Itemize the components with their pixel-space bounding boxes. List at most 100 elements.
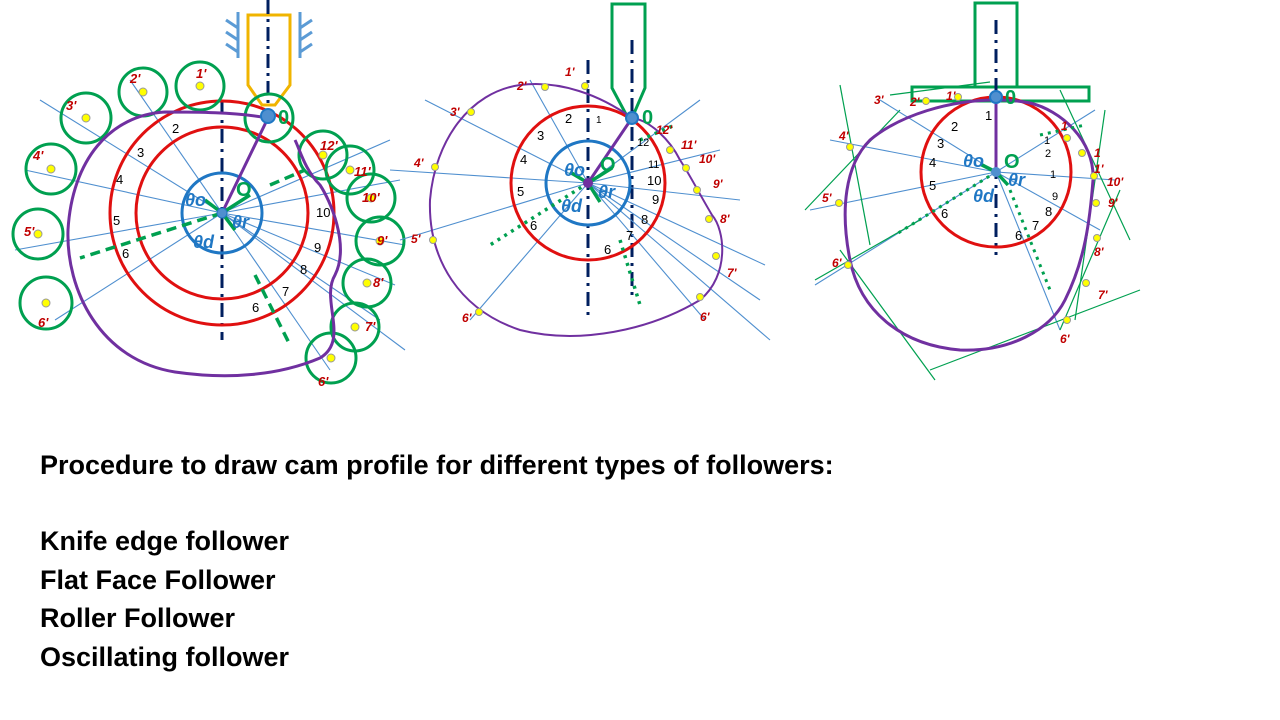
profile-point-label: 2' [516,79,528,93]
division-point-label: 5 [929,178,936,193]
profile-point-label: 3' [66,98,77,113]
division-point-label: 12 [637,137,649,149]
angle-label: θr [232,212,250,232]
division-point-label: 1 [1050,169,1056,181]
profile-point-label: 4' [838,129,850,143]
division-point-label: 7 [1032,218,1039,233]
division-point-label: 1 [1094,146,1101,160]
division-point-label: 2 [1045,148,1051,160]
follower-type-item: Flat Face Follower [40,564,276,595]
profile-point-label: 12' [656,123,673,137]
profile-point-label: 3' [450,105,461,119]
profile-point-label: 1' [946,89,957,103]
angle-label: O [236,179,252,201]
division-point-label: 4 [520,152,527,167]
angle-label: θd [193,232,215,252]
angle-label: θo [564,160,585,180]
profile-point-label: 9' [377,233,388,248]
follower-type-item: Knife edge follower [40,526,290,556]
cam-knife-edge-follower: 1' 2' 3' 4' 5' 6' 6' 7' 8' 9' 10' 11' 12… [389,2,771,341]
division-point-label: 9 [652,192,659,207]
division-point-label: 1 [1061,119,1068,133]
profile-point-label: 5' [24,224,35,239]
profile-point-label: 5' [822,191,833,205]
angle-label: O [600,154,616,176]
follower-type-list: Knife edge follower Flat Face Follower R… [40,522,834,676]
profile-point-label: 1' [196,66,207,81]
division-point-label: 6 [941,206,948,221]
division-point-label: 8 [1045,204,1052,219]
profile-point-label: 9' [713,177,724,191]
profile-point-label: 5' [411,232,422,246]
profile-point-label: 9' [1108,196,1119,210]
division-point-label: 4 [116,172,123,187]
angle-label: 0 [642,107,653,129]
angle-label: θo [185,190,206,210]
profile-point-label: 2' [129,71,141,86]
division-point-label: 10 [647,173,661,188]
profile-point-label: 6' [38,315,49,330]
profile-point-label: 11' [681,138,697,152]
division-point-label: 2 [565,111,572,126]
angle-label: θd [561,196,583,216]
division-point-label: 7 [282,284,289,299]
division-point-label: 10 [316,205,330,220]
division-point-label: 9 [1052,191,1058,203]
procedure-heading: Procedure to draw cam profile for differ… [40,450,834,480]
division-point-label: 6 [1015,228,1022,243]
profile-point-label: 10' [362,190,380,205]
division-point-label: 6 [530,218,537,233]
cam-profile-curve-2 [428,83,724,337]
profile-point-label: 10' [1107,175,1124,189]
cam-profile-curve [66,110,342,378]
division-point-label: 3 [537,128,544,143]
division-point-label: 8 [300,262,307,277]
follower-guide [225,12,313,58]
division-point-label: 8 [641,212,648,227]
division-point-label: 2 [172,121,179,136]
cam-profile-diagram: 1' 2' 3' 4' 5' 6' 6' 7' 8' 9' 10' 11' 12… [11,0,1141,389]
follower-type-item: Roller Follower [40,603,236,633]
profile-point-label: 12' [320,138,338,153]
profile-point-label: 6' [700,310,711,324]
division-point-label: 6 [604,242,611,257]
cam-roller-follower: 1' 2' 3' 4' 5' 6' 6' 7' 8' 9' 10' 11' 12… [11,0,406,389]
division-point-label: 6 [122,246,129,261]
procedure-text: Procedure to draw cam profile for differ… [40,446,834,676]
division-point-label: 3 [137,145,144,160]
profile-point-label: 8' [1094,245,1105,259]
cam-flat-face-follower: 1' 2' 3' 4' 5' 6' 6' 7' 8' 9' 10' 1' 1 1… [804,1,1141,381]
profile-point-label: 2' [909,95,921,109]
follower-type-item: Oscillating follower [40,641,290,672]
division-point-label: 5 [113,213,120,228]
angle-label: θr [598,182,616,202]
angle-label: θr [1008,170,1026,190]
division-point-label: 6 [252,300,259,315]
cam-profile-curve-3 [843,98,1095,352]
division-point-label: 7 [626,228,633,243]
division-point-label: 5 [517,184,524,199]
base-circle [180,171,264,255]
division-point-label: 1 [596,115,602,126]
profile-point-label: 7' [727,266,738,280]
flat-follower-stem [973,1,1019,89]
knife-follower-body [610,2,647,120]
roller-follower-body [246,13,292,107]
profile-point-label: 7' [1098,288,1109,302]
angle-label: θo [963,151,984,171]
division-point-label: 9 [314,240,321,255]
angle-label: θd [973,186,995,206]
profile-point-label: 8' [373,275,384,290]
inner-pitch-circle [134,125,310,301]
profile-point-label: 6' [318,374,329,389]
division-point-label: 1 [985,108,992,123]
profile-point-label: 8' [720,212,731,226]
angle-label: O [1004,151,1020,173]
profile-point-label: 6' [832,256,843,270]
profile-point-label: 10' [699,152,716,166]
division-point-label: 11 [648,159,659,171]
division-point-label: 3 [937,136,944,151]
profile-point-label: 3' [874,93,885,107]
profile-point-label: 4' [413,156,425,170]
angle-label: 0 [278,107,289,129]
